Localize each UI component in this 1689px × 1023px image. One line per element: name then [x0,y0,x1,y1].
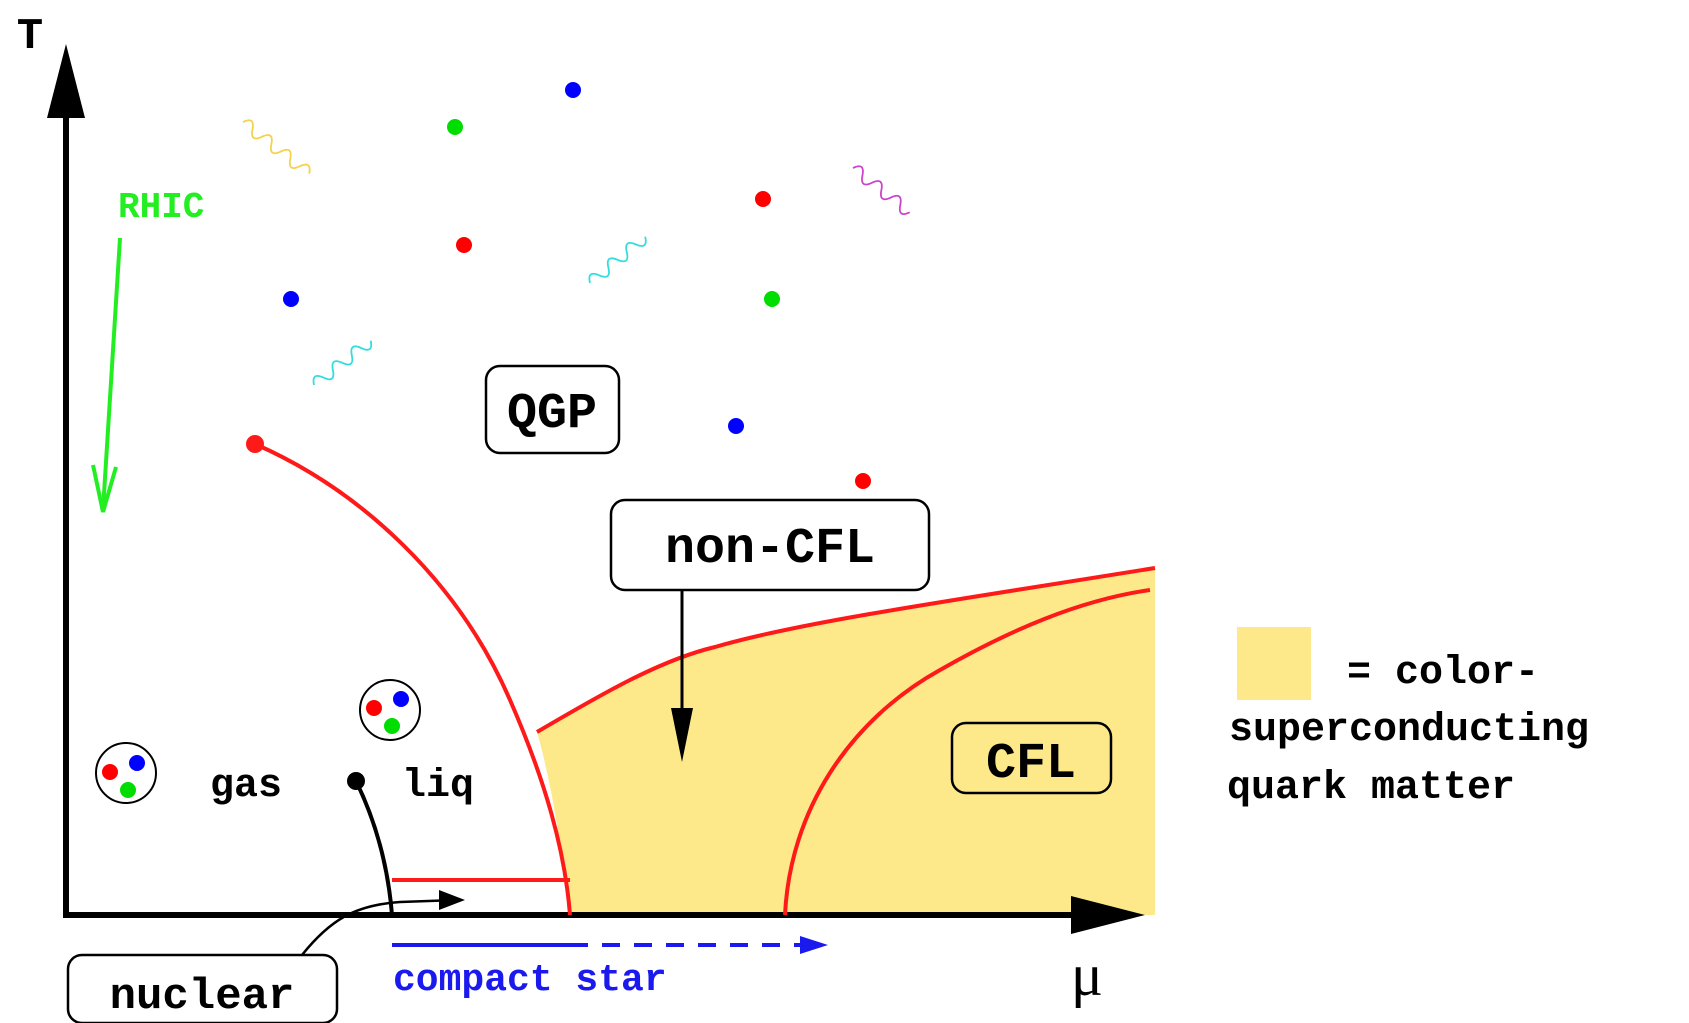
t-axis-arrowhead [47,44,85,118]
non-cfl-label: non-CFL [665,521,875,578]
cfl-label: CFL [986,736,1076,793]
nuclear-label: nuclear [110,972,295,1022]
critical-endpoint [246,435,264,453]
liquid-gas-boundary [354,780,394,916]
quark-dot [764,291,780,307]
gluon-wave [242,119,311,174]
nucleon-gas-icon [95,742,157,804]
qgp-label: QGP [507,386,597,443]
legend-line-3: quark matter [1227,766,1515,811]
non-cfl-box [609,498,931,592]
gas-label: gas [210,764,282,809]
quark-dot [283,291,299,307]
legend-line-2: superconducting [1229,708,1589,753]
rhic-arrow [91,237,122,513]
quark-dot [728,418,744,434]
liquid-gas-endpoint [347,772,365,790]
cfl-boundary [783,588,1151,916]
compact-star-label: compact star [393,959,667,1002]
t-axis-label: T [17,12,43,62]
quark-dot [855,473,871,489]
phase-boundaries [254,442,1156,916]
qgp-hadron-boundary [254,442,572,916]
compact-star-arrowhead [800,936,828,954]
rhic-arrow-shaft [101,237,122,511]
legend-line-1: = color- [1347,651,1539,696]
gluons [242,119,911,386]
nuclear-pointer-head [439,890,465,910]
quark-dot [456,237,472,253]
nuclear-pointer [301,898,458,956]
axes [47,44,1145,934]
gluon-wave [852,165,911,215]
mu-axis-label: μ [1071,942,1103,1008]
nucleon-liquid-icon [359,679,421,741]
mu-axis-arrowhead [1071,896,1145,934]
nuclear-box [66,953,339,1023]
free-quarks [283,82,871,489]
rhic-label: RHIC [118,187,204,228]
gluon-wave [588,236,647,284]
rhic-arrow-head [91,464,118,513]
non-cfl-pointer-head [671,708,693,762]
gluon-wave [312,340,373,386]
cfl-box [950,721,1113,795]
quark-dot [755,191,771,207]
quark-dot [447,119,463,135]
qgp-box [484,364,621,455]
non-cfl-upper-boundary [535,566,1156,734]
quark-dot [565,82,581,98]
legend-swatch [1237,627,1311,700]
liq-label: liq [402,764,474,809]
